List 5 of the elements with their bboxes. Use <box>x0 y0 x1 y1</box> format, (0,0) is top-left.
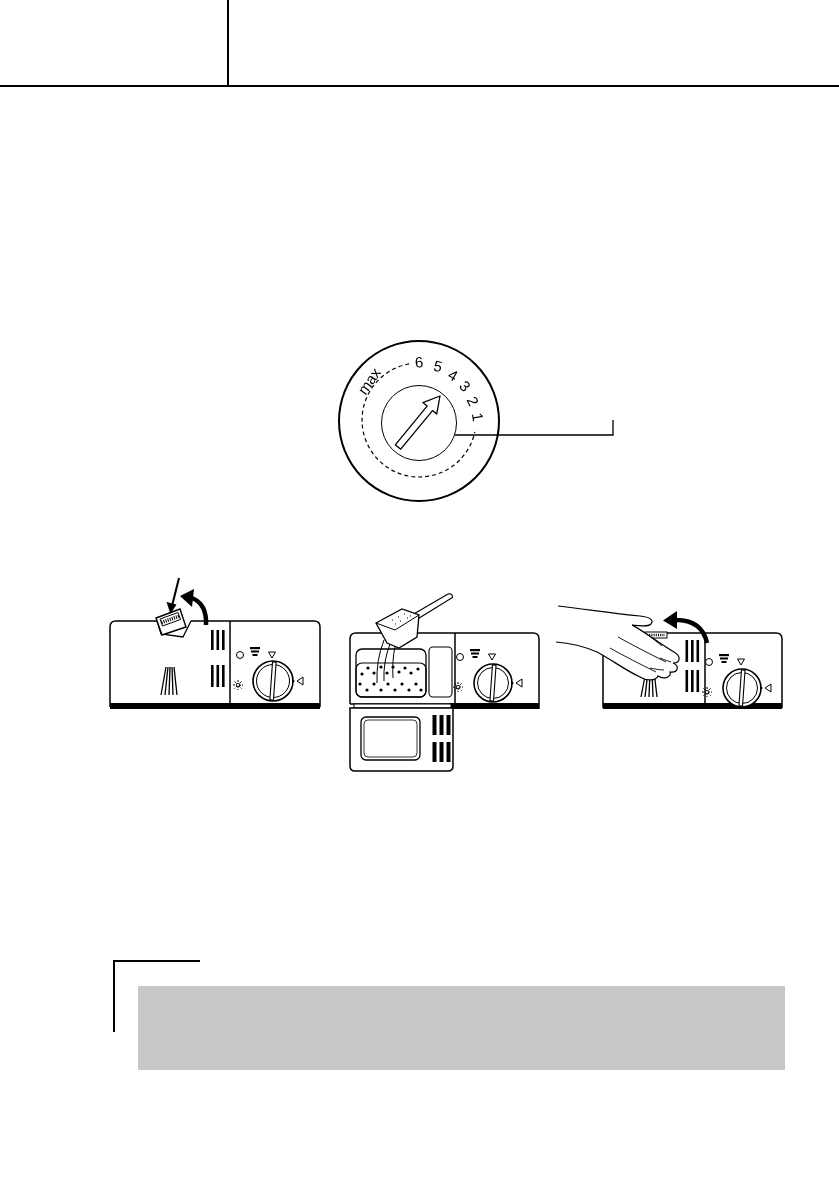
scale-number: 2 <box>463 393 482 408</box>
scale-number: 1 <box>469 411 486 423</box>
scale-number: 6 <box>414 354 424 370</box>
leader-line <box>454 419 614 436</box>
scale-number: 5 <box>431 357 444 374</box>
